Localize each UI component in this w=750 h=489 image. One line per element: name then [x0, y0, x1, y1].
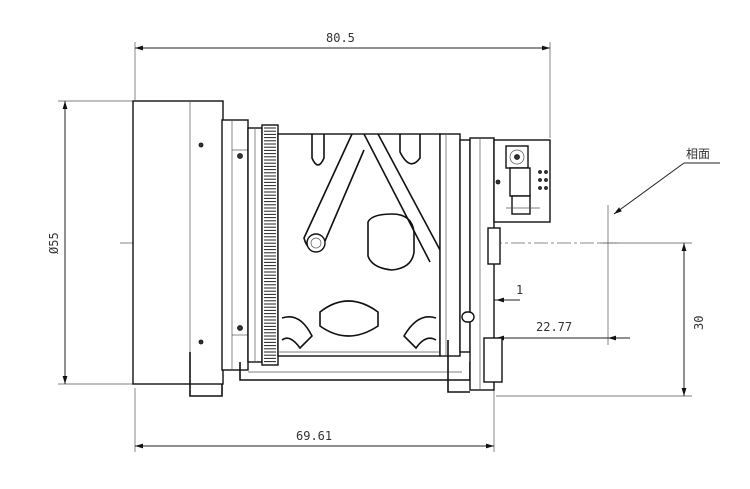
dimension-bottom-width-label: 69.61 [296, 429, 332, 443]
dimension-height-right: 30 [496, 242, 706, 397]
dimension-height-right-label: 30 [692, 316, 706, 330]
dimension-top-width: 80.5 [134, 31, 551, 138]
gear-ring-teeth [264, 127, 276, 363]
dimension-flange-distance: 22.77 [496, 205, 630, 345]
dimension-diameter: Ø55 [47, 100, 133, 385]
dimension-bottom-width: 69.61 [134, 388, 495, 452]
annotation-label: 相面 [686, 147, 710, 161]
dimension-flange-distance-label: 22.77 [536, 320, 572, 334]
dimension-top-width-label: 80.5 [326, 31, 355, 45]
dimension-small-gap-label: 1 [516, 283, 523, 297]
annotation-leader: 相面 [613, 147, 720, 215]
dimension-diameter-label: Ø55 [47, 232, 61, 254]
lens-body [132, 100, 551, 397]
